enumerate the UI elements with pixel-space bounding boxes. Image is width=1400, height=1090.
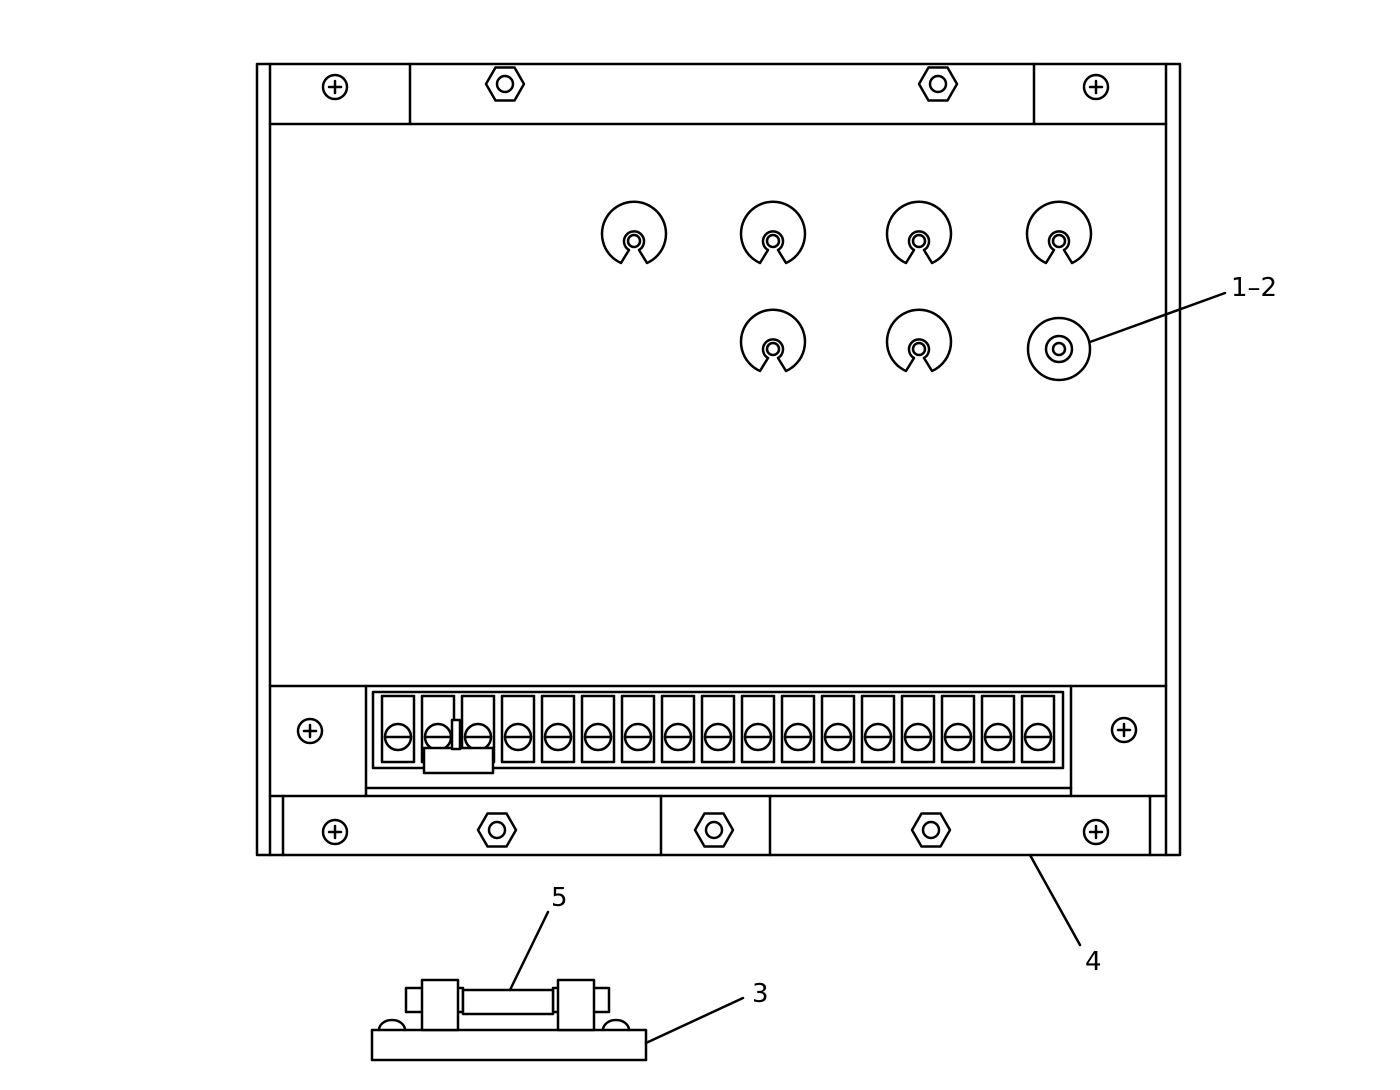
terminal-strip-area xyxy=(268,684,1168,798)
jumper-link xyxy=(422,718,495,775)
housing xyxy=(255,62,1182,857)
screw-icon xyxy=(321,818,349,846)
hex-nut-icon xyxy=(917,66,959,102)
screw-icon xyxy=(321,73,349,101)
terminal-screw-icon xyxy=(580,694,616,764)
mount-screw-icon xyxy=(377,1018,407,1032)
fuse-holder-base xyxy=(370,1028,648,1062)
terminal-screw-icon xyxy=(660,694,696,764)
terminal-screw-icon xyxy=(540,694,576,764)
terminal-screw-icon xyxy=(900,694,936,764)
adjustment-pots xyxy=(600,200,1093,382)
leader-1-2 xyxy=(1088,291,1227,344)
potentiometer-icon[interactable] xyxy=(885,200,953,265)
leader-5 xyxy=(508,910,550,992)
terminal-screw-icon xyxy=(740,694,776,764)
hex-nut-icon xyxy=(910,812,952,848)
fuse-clip-right xyxy=(551,978,611,1032)
terminal-screw-icon xyxy=(820,694,856,764)
terminal-block xyxy=(371,690,1065,770)
callout-4: 4 xyxy=(1085,947,1102,977)
top-bracket xyxy=(268,62,1168,126)
terminal-screw-icon xyxy=(1020,694,1056,764)
potentiometer-icon[interactable] xyxy=(739,200,807,265)
screw-icon xyxy=(1082,73,1110,101)
leader-4 xyxy=(1028,853,1082,947)
terminal-screw-icon xyxy=(700,694,736,764)
screw-icon xyxy=(296,717,324,745)
screw-icon xyxy=(1110,716,1138,744)
fuse-icon xyxy=(461,988,555,1016)
hex-nut-icon xyxy=(693,812,735,848)
screw-icon xyxy=(1082,818,1110,846)
potentiometer-icon[interactable] xyxy=(600,200,668,265)
leader-lines xyxy=(508,291,1227,1045)
bottom-bracket xyxy=(281,794,1152,857)
callout-3: 3 xyxy=(752,979,769,1009)
leader-3 xyxy=(644,996,745,1045)
potentiometer-solid-icon[interactable] xyxy=(1026,316,1092,382)
potentiometer-icon[interactable] xyxy=(739,308,807,373)
potentiometer-icon[interactable] xyxy=(885,308,953,373)
terminal-screw-icon xyxy=(980,694,1016,764)
hex-nut-icon xyxy=(484,66,526,102)
callout-5: 5 xyxy=(551,883,568,913)
terminal-screw-icon xyxy=(380,694,416,764)
fuse-clip-left xyxy=(404,978,465,1032)
callout-1-2: 1–2 xyxy=(1231,273,1277,303)
terminal-screw-icon xyxy=(500,694,536,764)
terminal-screw-icon xyxy=(780,694,816,764)
fuse-holder xyxy=(370,978,648,1062)
terminal-screw-icon xyxy=(860,694,896,764)
hex-nut-icon xyxy=(476,812,518,848)
terminal-screw-icon xyxy=(940,694,976,764)
mount-screw-icon xyxy=(601,1018,631,1032)
terminal-screw-icon xyxy=(620,694,656,764)
potentiometer-icon[interactable] xyxy=(1025,200,1093,265)
